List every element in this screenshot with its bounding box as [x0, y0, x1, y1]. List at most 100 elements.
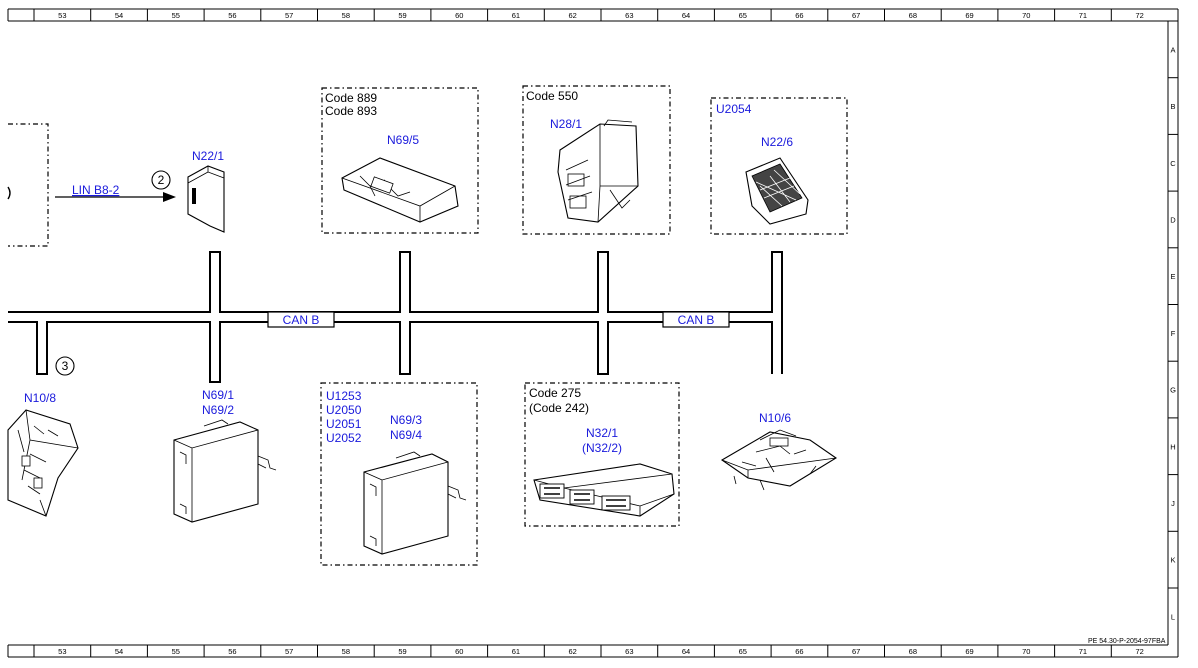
marker-3: 3: [62, 359, 69, 373]
n69-3-frame: [320, 382, 478, 566]
ruler-column-label: 65: [739, 11, 747, 20]
ruler-column-label: 72: [1135, 11, 1143, 20]
marker-3-circle: [55, 356, 75, 376]
ruler-column-label: 59: [398, 647, 406, 656]
n22-6-label: N22/6: [761, 135, 793, 149]
ruler-row-label: A: [1170, 45, 1175, 54]
ruler-column-label: 53: [58, 11, 66, 20]
component-n69-1: N69/1 N69/2: [173, 388, 277, 523]
ruler-column-label: 61: [512, 11, 520, 20]
ruler-row-label: D: [1170, 215, 1176, 224]
component-n32-1: Code 275 (Code 242) N32/1 (N32/2): [524, 382, 680, 527]
ruler-column-label: 68: [909, 11, 917, 20]
can-b-label-2: CAN B: [678, 313, 715, 327]
ruler-column-label: 60: [455, 11, 463, 20]
ruler-row-label: F: [1171, 329, 1176, 338]
marker-2: 2: [158, 173, 165, 187]
n69-3-code-4: U2052: [326, 431, 362, 445]
ruler-column-label: 67: [852, 647, 860, 656]
ruler-column-label: 55: [172, 11, 180, 20]
ruler-column-label: 69: [965, 647, 973, 656]
n32-2-label: (N32/2): [582, 441, 622, 455]
n69-5-code-2: Code 893: [325, 104, 377, 118]
arrow-icon: [163, 192, 176, 202]
n32-1-label: N32/1: [586, 426, 618, 440]
ruler-column-label: 67: [852, 11, 860, 20]
ruler-row-label: G: [1170, 386, 1176, 395]
document-id: PE 54.30-P-2054-97FBA: [1088, 638, 1166, 645]
ruler-column-label: 64: [682, 11, 690, 20]
n69-3-code-3: U2051: [326, 417, 362, 431]
n69-1-label: N69/1: [202, 388, 234, 402]
lin-connection: LIN B8-2 2: [7, 123, 176, 247]
ruler-row-label: B: [1170, 102, 1175, 111]
n10-8-label: N10/8: [24, 391, 56, 405]
ruler-column-label: 63: [625, 647, 633, 656]
n69-5-code-1: Code 889: [325, 91, 377, 105]
can-b-box-2: [662, 311, 730, 328]
n69-3-code-1: U1253: [326, 389, 362, 403]
component-n22-6: U2054 N22/6: [710, 97, 848, 235]
component-n10-6: N10/6: [720, 411, 838, 491]
ruler-column-label: 58: [342, 11, 350, 20]
n10-6-label: N10/6: [759, 411, 791, 425]
can-bus: CAN B CAN B: [8, 251, 783, 383]
ruler-column-label: 55: [172, 647, 180, 656]
ruler-frame: 53 54 55 56 57 58 59 60 61 62 63 64 65 66 67 68 69 70 71 72…: [7, 8, 1179, 658]
n69-2-label: N69/2: [202, 403, 234, 417]
ruler-column-label: 59: [398, 11, 406, 20]
ruler-column-label: 56: [228, 11, 236, 20]
ruler-column-label: 64: [682, 647, 690, 656]
ruler-column-label: 62: [568, 647, 576, 656]
can-b-box-1: [267, 311, 335, 328]
ruler-column-label: 53: [58, 647, 66, 656]
ruler-column-label: 54: [115, 647, 123, 656]
n69-5-label: N69/5: [387, 133, 419, 147]
ruler-column-label: 58: [342, 647, 350, 656]
n69-5-frame: [321, 87, 479, 234]
n69-3-label: N69/3: [390, 413, 422, 427]
ruler-column-label: 62: [568, 11, 576, 20]
ruler-row-label: C: [1170, 159, 1176, 168]
n22-6-code: U2054: [716, 102, 752, 116]
component-n69-5: Code 889 Code 893 N69/5: [321, 87, 479, 234]
ruler-column-label: 66: [795, 647, 803, 656]
n32-1-code-1: Code 275: [529, 386, 581, 400]
ruler-column-label: 70: [1022, 11, 1030, 20]
ruler-column-label: 56: [228, 647, 236, 656]
ruler-column-label: 60: [455, 647, 463, 656]
left-dashed-module: [8, 123, 49, 247]
ruler-column-label: 61: [512, 647, 520, 656]
ruler-column-label: 70: [1022, 647, 1030, 656]
ruler-column-label: 72: [1135, 647, 1143, 656]
n69-4-label: N69/4: [390, 428, 422, 442]
ruler-column-label: 63: [625, 11, 633, 20]
ruler-column-label: 57: [285, 647, 293, 656]
n22-1-label: N22/1: [192, 149, 224, 163]
ruler-column-label: 71: [1079, 11, 1087, 20]
lin-label: LIN B8-2: [72, 183, 120, 197]
ruler-column-label: 69: [965, 11, 973, 20]
ruler-column-label: 65: [739, 647, 747, 656]
component-n22-1: N22/1: [187, 149, 225, 233]
n69-3-code-2: U2050: [326, 403, 362, 417]
component-n10-8: 3 N10/8: [7, 356, 79, 517]
ruler-row-label: L: [1171, 612, 1175, 621]
ruler-column-label: 57: [285, 11, 293, 20]
component-n69-3: U1253 U2050 U2051 U2052 N69/3 N69/4: [320, 382, 478, 566]
ruler-column-label: 71: [1079, 647, 1087, 656]
n28-1-code: Code 550: [526, 89, 578, 103]
n32-1-frame: [524, 382, 680, 527]
ruler-row-label: E: [1170, 272, 1175, 281]
marker-2-circle: [151, 170, 171, 190]
n28-1-frame: [522, 85, 671, 235]
ruler-column-label: 54: [115, 11, 123, 20]
n32-1-code-2: (Code 242): [529, 401, 589, 415]
can-b-label-1: CAN B: [283, 313, 320, 327]
ruler-row-label: H: [1170, 442, 1175, 451]
n22-6-frame: [710, 97, 848, 235]
